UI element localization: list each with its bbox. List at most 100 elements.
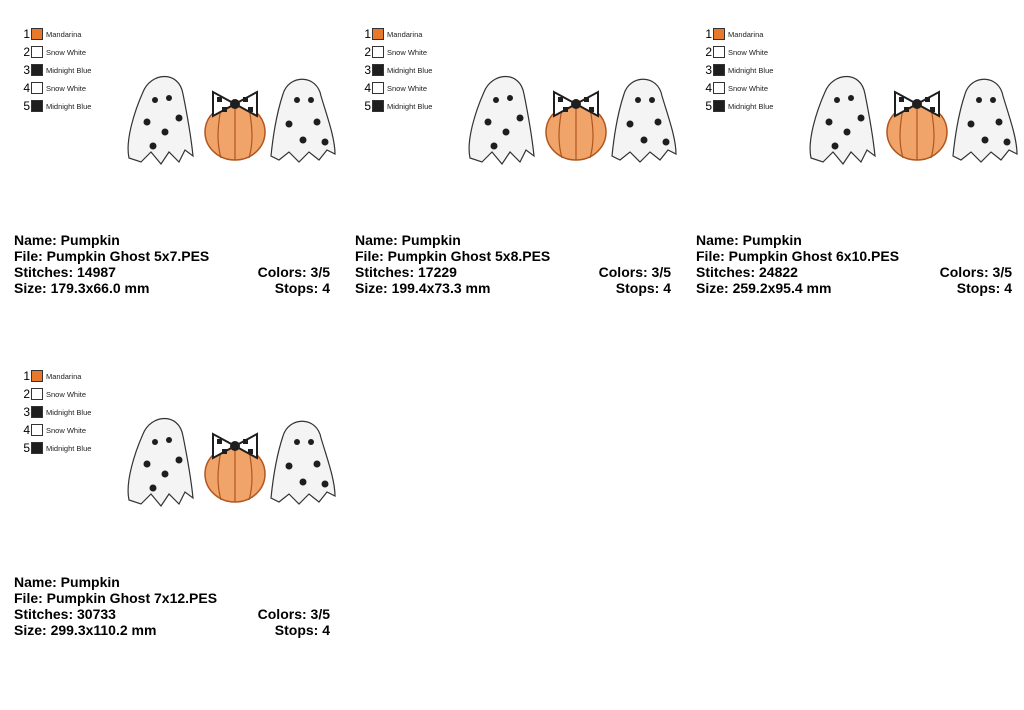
swatch-name: Midnight Blue (46, 102, 92, 111)
swatch-name: Mandarina (387, 30, 423, 39)
bow-icon (212, 432, 258, 460)
swatch-number: 1 (705, 27, 712, 41)
embroidery-preview (809, 76, 1018, 166)
design-size: Size: 179.3x66.0 mm (14, 280, 150, 296)
color-swatch (31, 406, 43, 418)
swatch-name: Midnight Blue (387, 66, 433, 75)
color-swatch (713, 46, 725, 58)
design-name: Name: Pumpkin (14, 574, 120, 590)
swatch-name: Snow White (387, 48, 428, 57)
swatch-number: 4 (23, 81, 30, 95)
color-swatch (31, 82, 43, 94)
embroidery-preview (468, 76, 677, 166)
swatch-name: Midnight Blue (728, 102, 774, 111)
color-swatch (31, 64, 43, 76)
design-stitches: Stitches: 17229 (355, 264, 457, 280)
design-file: File: Pumpkin Ghost 5x8.PES (355, 248, 551, 264)
design-info: Name: Pumpkin File: Pumpkin Ghost 6x10.P… (696, 232, 1012, 296)
swatch-name: Snow White (46, 84, 87, 93)
ghost-icon (127, 76, 194, 166)
swatch-name: Snow White (46, 48, 87, 57)
embroidery-preview (127, 76, 336, 166)
swatch-number: 5 (705, 99, 712, 113)
swatch-name: Snow White (46, 390, 87, 399)
design-size: Size: 199.4x73.3 mm (355, 280, 491, 296)
color-swatch (372, 46, 384, 58)
color-swatch (372, 28, 384, 40)
swatch-number: 4 (705, 81, 712, 95)
swatch-name: Mandarina (46, 30, 82, 39)
color-swatch (372, 100, 384, 112)
color-swatch (31, 370, 43, 382)
design-colors: Colors: 3/5 (598, 264, 671, 280)
color-swatch (31, 388, 43, 400)
color-swatch (31, 46, 43, 58)
design-file: File: Pumpkin Ghost 6x10.PES (696, 248, 900, 264)
color-swatch (713, 100, 725, 112)
bow-icon (894, 90, 940, 118)
swatch-name: Mandarina (46, 372, 82, 381)
color-swatch (31, 100, 43, 112)
design-info: Name: Pumpkin File: Pumpkin Ghost 5x7.PE… (14, 232, 330, 296)
swatch-number: 1 (23, 369, 30, 383)
ghost-icon (952, 78, 1018, 163)
ghost-icon (611, 78, 677, 163)
design-colors: Colors: 3/5 (257, 264, 330, 280)
ghost-icon (809, 76, 876, 166)
swatch-name: Snow White (46, 426, 87, 435)
swatch-number: 1 (23, 27, 30, 41)
swatch-number: 1 (364, 27, 371, 41)
swatch-number: 5 (23, 441, 30, 455)
swatch-name: Snow White (728, 48, 769, 57)
swatch-number: 5 (364, 99, 371, 113)
design-stitches: Stitches: 24822 (696, 264, 798, 280)
color-swatch (372, 82, 384, 94)
design-stops: Stops: 4 (615, 280, 671, 296)
swatch-name: Midnight Blue (387, 102, 433, 111)
swatch-number: 3 (705, 63, 712, 77)
color-swatch (31, 442, 43, 454)
design-stitches: Stitches: 14987 (14, 264, 116, 280)
design-name: Name: Pumpkin (355, 232, 461, 248)
swatch-number: 2 (705, 45, 712, 59)
design-colors: Colors: 3/5 (939, 264, 1012, 280)
swatch-name: Midnight Blue (46, 444, 92, 453)
swatch-name: Snow White (387, 84, 428, 93)
embroidery-preview (127, 418, 336, 508)
ghost-icon (127, 418, 194, 508)
color-swatch (713, 28, 725, 40)
bow-icon (212, 90, 258, 118)
design-stops: Stops: 4 (956, 280, 1012, 296)
ghost-icon (270, 78, 336, 163)
swatch-number: 2 (23, 45, 30, 59)
swatch-number: 2 (364, 45, 371, 59)
bow-icon (553, 90, 599, 118)
swatch-name: Midnight Blue (46, 66, 92, 75)
design-colors: Colors: 3/5 (257, 606, 330, 622)
design-file: File: Pumpkin Ghost 5x7.PES (14, 248, 210, 264)
design-file: File: Pumpkin Ghost 7x12.PES (14, 590, 218, 606)
color-swatch (713, 64, 725, 76)
design-stops: Stops: 4 (274, 622, 330, 638)
swatch-number: 2 (23, 387, 30, 401)
color-swatch (713, 82, 725, 94)
design-size: Size: 259.2x95.4 mm (696, 280, 832, 296)
swatch-number: 3 (364, 63, 371, 77)
design-name: Name: Pumpkin (14, 232, 120, 248)
design-size: Size: 299.3x110.2 mm (14, 622, 157, 638)
ghost-icon (468, 76, 535, 166)
color-swatch (31, 424, 43, 436)
pumpkin-icon (204, 103, 266, 161)
design-stitches: Stitches: 30733 (14, 606, 116, 622)
swatch-number: 5 (23, 99, 30, 113)
design-stops: Stops: 4 (274, 280, 330, 296)
design-info: Name: Pumpkin File: Pumpkin Ghost 5x8.PE… (355, 232, 671, 296)
swatch-number: 3 (23, 405, 30, 419)
swatch-number: 3 (23, 63, 30, 77)
color-swatch (31, 28, 43, 40)
ghost-icon (270, 420, 336, 505)
